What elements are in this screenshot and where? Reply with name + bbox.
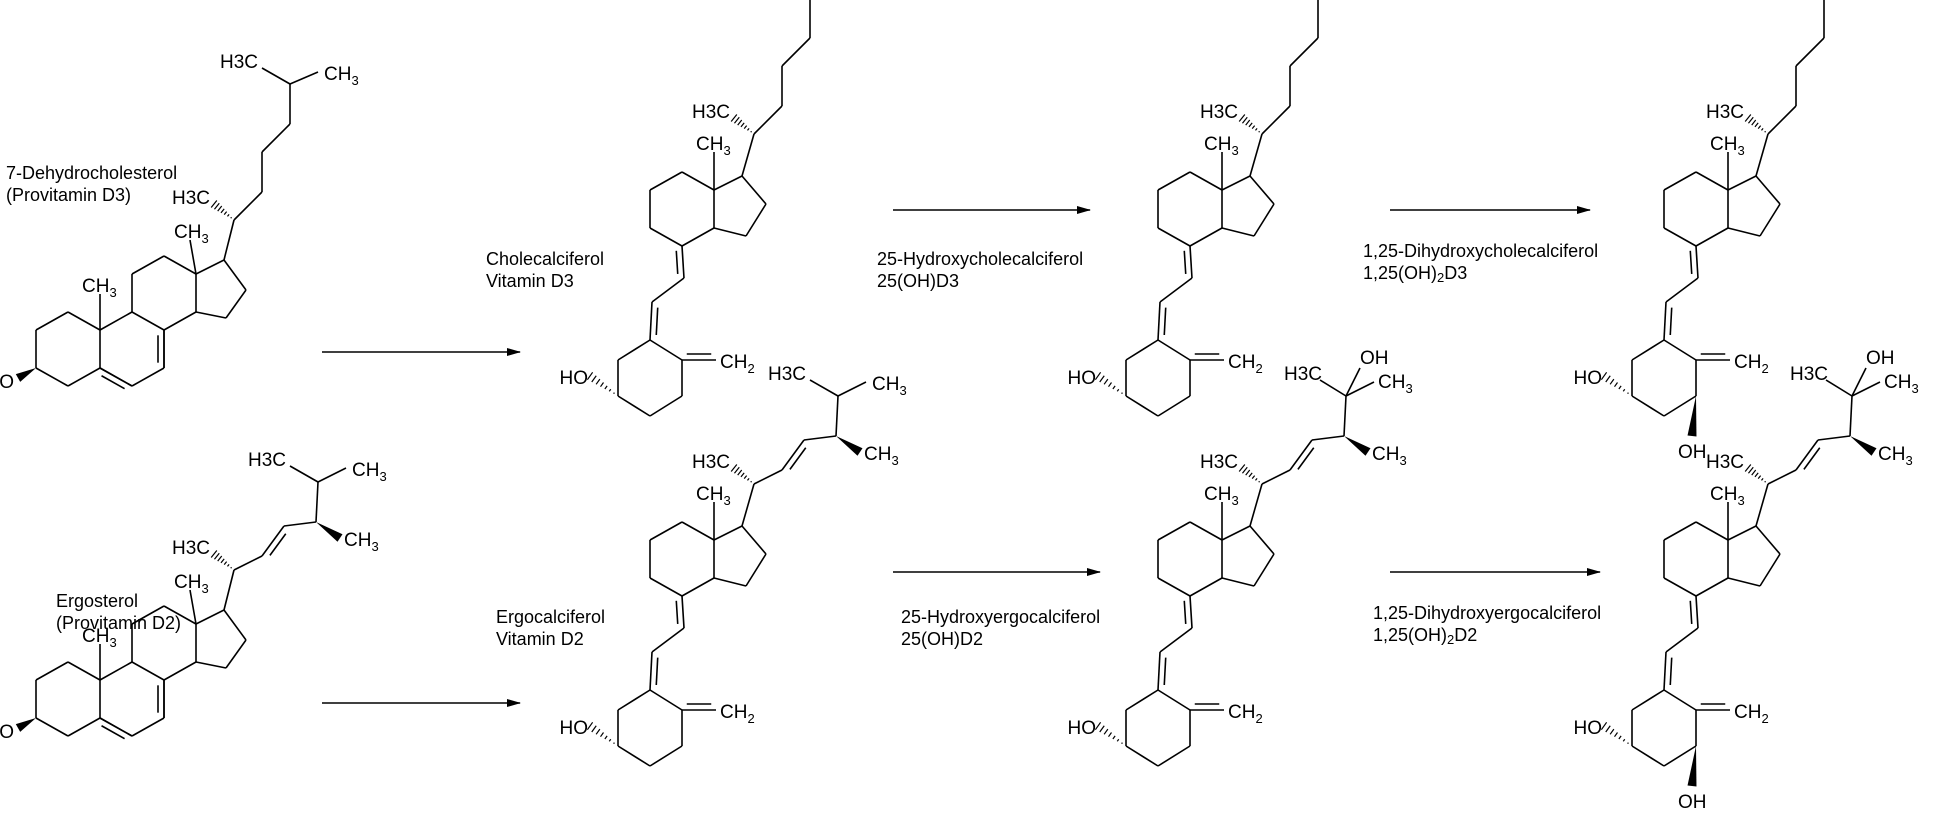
label-provitamin-d2: Ergosterol (Provitamin D2): [56, 590, 181, 634]
hydroxyl-label: HO: [560, 368, 589, 389]
label-vitamin-d2: Ergocalciferol Vitamin D2: [496, 606, 605, 650]
methyl-label: CH3: [82, 626, 117, 650]
methyl-label: CH3: [1710, 134, 1745, 158]
molecules: CH3CH3HOH3CH3CCH3CH3H3CH3CCH3CH2HOCH3H3C…: [0, 0, 1919, 813]
compound-alias: Vitamin D2: [496, 629, 584, 649]
methyl-label: CH3: [82, 276, 117, 300]
compound-name: 25-Hydroxycholecalciferol: [877, 249, 1084, 269]
label-calcidiol-d3: 25-Hydroxycholecalciferol 25(OH)D3: [877, 248, 1083, 292]
methyl-label: CH3: [1372, 444, 1407, 468]
methyl-label: CH3: [352, 460, 387, 484]
methyl-label: H3C: [248, 450, 286, 471]
compound-name: Cholecalciferol: [486, 249, 605, 269]
compound-alias: Vitamin D3: [486, 271, 574, 291]
hydroxyl-label: OH: [1360, 348, 1389, 369]
compound-name: Ergosterol: [56, 591, 139, 611]
compound-name: 7-Dehydrocholesterol: [6, 163, 178, 183]
compound-name: 25-Hydroxyergocalciferol: [901, 607, 1101, 627]
hydroxyl-label: OH: [1866, 348, 1895, 369]
reaction-arrows: [322, 206, 1601, 707]
methyl-label: H3C: [220, 52, 258, 73]
methyl-label: H3C: [1790, 364, 1828, 385]
compound-name: 1,25-Dihydroxycholecalciferol: [1363, 241, 1599, 261]
structure-25-hydroxycholecalciferol: CH3H3CH3CCH3OHCH2HO: [1068, 0, 1319, 417]
hydroxyl-label: OH: [1678, 792, 1707, 813]
label-calcidiol-d2: 25-Hydroxyergocalciferol 25(OH)D2: [901, 606, 1100, 650]
methyl-label: H3C: [692, 102, 730, 123]
methyl-label: CH3: [1204, 134, 1239, 158]
compound-name: 1,25-Dihydroxyergocalciferol: [1373, 603, 1602, 623]
methyl-label: CH3: [844, 0, 879, 2]
hydroxyl-label: HO: [560, 718, 589, 739]
compound-name: Ergocalciferol: [496, 607, 606, 627]
methylene-label: CH2: [1734, 352, 1769, 376]
methyl-label: H3C: [1200, 102, 1238, 123]
methyl-label: CH3: [696, 484, 731, 508]
hydroxyl-label: HO: [1068, 368, 1097, 389]
methylene-label: CH2: [720, 352, 755, 376]
methyl-label: CH3: [696, 134, 731, 158]
label-provitamin-d3: 7-Dehydrocholesterol (Provitamin D3): [6, 162, 177, 206]
methylene-label: CH2: [720, 702, 755, 726]
compound-alias: 25(OH)D3: [877, 271, 960, 291]
methyl-label: H3C: [172, 188, 210, 209]
methylene-label: CH2: [1734, 702, 1769, 726]
methyl-label: H3C: [1200, 452, 1238, 473]
hydroxyl-label: HO: [1574, 368, 1603, 389]
methyl-label: CH3: [872, 374, 907, 398]
structure-7-dehydrocholesterol: CH3CH3HOH3CH3CCH3: [0, 52, 359, 393]
hydroxyl-label: HO: [0, 722, 14, 743]
methyl-label: CH3: [1204, 484, 1239, 508]
structure-ergosterol: CH3CH3HOH3CCH3H3CCH3: [0, 450, 387, 743]
methyl-label: CH3: [1378, 372, 1413, 396]
methylene-label: CH2: [1228, 352, 1263, 376]
methyl-label: CH3: [344, 530, 379, 554]
methyl-label: CH3: [1884, 372, 1919, 396]
methylene-label: CH2: [1228, 702, 1263, 726]
methyl-label: H3C: [692, 452, 730, 473]
label-calcitriol-d3: 1,25-Dihydroxycholecalciferol 1,25(OH)2D…: [1363, 240, 1598, 284]
hydroxyl-label: HO: [1068, 718, 1097, 739]
methyl-label: CH3: [1878, 444, 1913, 468]
label-calcitriol-d2: 1,25-Dihydroxyergocalciferol 1,25(OH)2D2: [1373, 602, 1601, 646]
structure-1-25-dihydroxycholecalciferol: CH3H3CH3CCH3OHCH2HOOH: [1574, 0, 1825, 463]
hydroxyl-label: OH: [1678, 442, 1707, 463]
compound-alias: (Provitamin D2): [56, 613, 182, 633]
label-vitamin-d3: Cholecalciferol Vitamin D3: [486, 248, 604, 292]
hydroxyl-label: HO: [0, 372, 14, 393]
hydroxyl-label: HO: [1574, 718, 1603, 739]
structure-cholecalciferol: CH3H3CH3CCH3CH2HO: [560, 0, 879, 417]
compound-alias: (Provitamin D3): [6, 185, 132, 205]
methyl-label: H3C: [1706, 102, 1744, 123]
compound-alias: 1,25(OH)2D3: [1363, 263, 1468, 285]
methyl-label: CH3: [864, 444, 899, 468]
methyl-label: CH3: [174, 572, 209, 596]
compound-alias: 25(OH)D2: [901, 629, 984, 649]
methyl-label: H3C: [1284, 364, 1322, 385]
methyl-label: H3C: [768, 364, 806, 385]
methyl-label: H3C: [172, 538, 210, 559]
methyl-label: CH3: [324, 64, 359, 88]
methyl-label: H3C: [1706, 452, 1744, 473]
compound-alias: 1,25(OH)2D2: [1373, 625, 1478, 647]
methyl-label: CH3: [1710, 484, 1745, 508]
methyl-label: CH3: [174, 222, 209, 246]
